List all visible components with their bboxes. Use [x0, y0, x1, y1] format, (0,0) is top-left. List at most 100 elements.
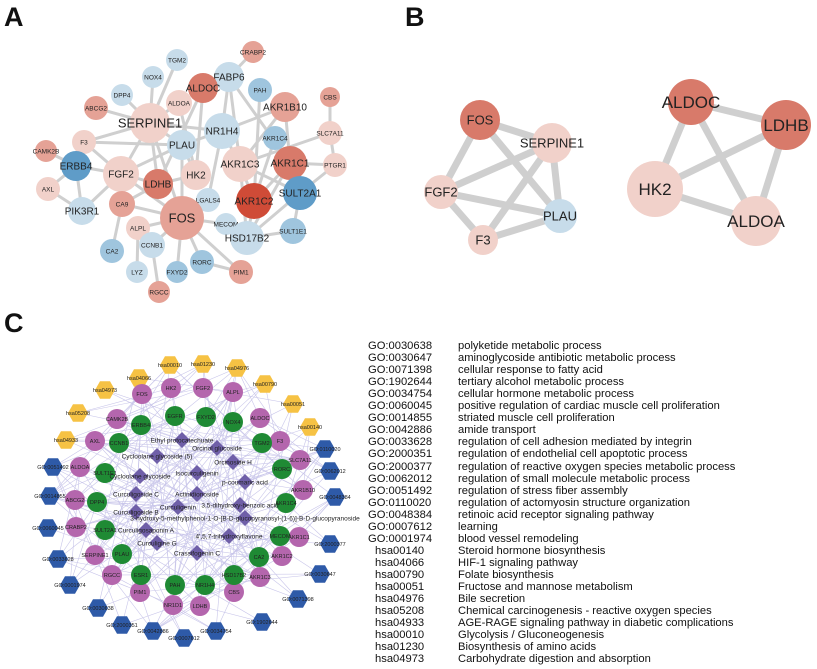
gene-node[interactable]: HK2	[627, 161, 683, 217]
gene-node[interactable]: FOS	[160, 196, 204, 240]
gene-node[interactable]: AKR1C4	[262, 126, 288, 150]
gene-node[interactable]: NOX4	[142, 66, 164, 88]
go-term-node[interactable]	[38, 519, 58, 537]
gene-node[interactable]: HK2	[181, 160, 211, 190]
target-gene-node[interactable]	[250, 408, 270, 428]
target-gene-node[interactable]	[65, 490, 85, 510]
gene-node[interactable]: F3	[468, 225, 498, 255]
kegg-pathway-node[interactable]	[160, 356, 180, 374]
gene-node[interactable]: RGCC	[148, 281, 170, 303]
gene-node[interactable]: FOS	[460, 100, 500, 140]
target-gene-node[interactable]	[223, 382, 243, 402]
compound-node[interactable]	[237, 474, 253, 490]
gene-node[interactable]: CBS	[320, 87, 340, 107]
target-gene-node[interactable]	[195, 575, 215, 595]
kegg-pathway-node[interactable]	[68, 404, 88, 422]
target-gene-node[interactable]	[95, 463, 115, 483]
kegg-pathway-node[interactable]	[95, 381, 115, 399]
go-term-node[interactable]	[112, 616, 132, 634]
target-gene-node[interactable]	[165, 406, 185, 426]
gene-node[interactable]: PTGR1	[323, 153, 347, 177]
target-gene-node[interactable]	[290, 450, 310, 470]
kegg-pathway-node[interactable]	[300, 418, 320, 436]
target-gene-node[interactable]	[276, 493, 296, 513]
compound-node[interactable]	[170, 499, 186, 515]
compound-node[interactable]	[221, 528, 237, 544]
gene-node[interactable]: PLAU	[543, 199, 577, 233]
gene-node[interactable]: LDHB	[761, 100, 811, 150]
go-term-node[interactable]	[206, 622, 226, 640]
gene-node[interactable]: PAH	[248, 78, 272, 102]
gene-node[interactable]: ALDOA	[166, 90, 192, 116]
kegg-pathway-node[interactable]	[193, 355, 213, 373]
gene-node[interactable]: SULT1E1	[279, 218, 307, 244]
target-gene-node[interactable]	[132, 384, 152, 404]
go-term-node[interactable]	[325, 488, 345, 506]
target-gene-node[interactable]	[109, 433, 129, 453]
gene-node[interactable]: FXYD2	[166, 261, 188, 283]
target-gene-node[interactable]	[131, 565, 151, 585]
compound-node[interactable]	[132, 468, 148, 484]
gene-node[interactable]: MECOM	[214, 213, 239, 235]
gene-node[interactable]: PIK3R1	[65, 197, 100, 225]
kegg-pathway-node[interactable]	[129, 369, 149, 387]
compound-node[interactable]	[128, 504, 144, 520]
gene-node[interactable]: DPP4	[111, 84, 133, 106]
kegg-pathway-node[interactable]	[56, 431, 76, 449]
gene-node[interactable]: AKR1C1	[271, 146, 310, 180]
target-gene-node[interactable]	[293, 480, 313, 500]
target-gene-node[interactable]	[249, 547, 269, 567]
target-gene-node[interactable]	[193, 378, 213, 398]
target-gene-node[interactable]	[102, 565, 122, 585]
target-gene-node[interactable]	[161, 378, 181, 398]
gene-node[interactable]: RORC	[190, 250, 214, 274]
gene-node[interactable]: LYZ	[126, 261, 148, 283]
go-term-node[interactable]	[48, 550, 68, 568]
gene-node[interactable]: ERBB4	[60, 151, 93, 181]
compound-node[interactable]	[149, 535, 165, 551]
gene-node[interactable]: PLAU	[167, 130, 197, 160]
compound-node[interactable]	[237, 510, 253, 526]
gene-node[interactable]: SERPINE1	[118, 103, 182, 143]
target-gene-node[interactable]	[272, 459, 292, 479]
compound-node[interactable]	[149, 448, 165, 464]
gene-node[interactable]: CA9	[109, 191, 135, 217]
target-gene-node[interactable]	[190, 596, 210, 616]
target-gene-node[interactable]	[131, 415, 151, 435]
target-gene-node[interactable]	[224, 582, 244, 602]
go-term-node[interactable]	[315, 440, 335, 458]
gene-node[interactable]: CA2	[100, 239, 124, 263]
target-gene-node[interactable]	[272, 546, 292, 566]
target-gene-node[interactable]	[252, 433, 272, 453]
gene-node[interactable]: ALDOC	[662, 79, 721, 125]
target-gene-node[interactable]	[66, 517, 86, 537]
gene-node[interactable]: SERPINE1	[520, 123, 584, 163]
gene-node[interactable]: AKR1B10	[263, 92, 307, 122]
gene-node[interactable]: AKR1C2	[235, 183, 274, 219]
gene-node[interactable]: FGF2	[424, 175, 458, 209]
target-gene-node[interactable]	[130, 582, 150, 602]
compound-node[interactable]	[209, 440, 225, 456]
gene-node[interactable]: PIM1	[229, 260, 253, 284]
go-term-node[interactable]	[320, 535, 340, 553]
go-term-node[interactable]	[320, 462, 340, 480]
kegg-pathway-node[interactable]	[227, 359, 247, 377]
target-gene-node[interactable]	[196, 407, 216, 427]
gene-node[interactable]: CCNB1	[139, 232, 165, 258]
target-gene-node[interactable]	[224, 565, 244, 585]
gene-node[interactable]: AXL	[36, 177, 60, 201]
kegg-pathway-node[interactable]	[255, 375, 275, 393]
go-term-node[interactable]	[310, 565, 330, 583]
go-term-node[interactable]	[143, 622, 163, 640]
compound-node[interactable]	[225, 454, 241, 470]
target-gene-node[interactable]	[250, 567, 270, 587]
gene-node[interactable]: F3	[72, 130, 96, 154]
gene-node[interactable]: HSD17B2	[225, 221, 270, 255]
target-gene-node[interactable]	[87, 492, 107, 512]
compound-node[interactable]	[174, 432, 190, 448]
target-gene-node[interactable]	[85, 545, 105, 565]
go-term-node[interactable]	[40, 487, 60, 505]
target-gene-node[interactable]	[70, 457, 90, 477]
compound-node[interactable]	[128, 486, 144, 502]
gene-node[interactable]: ABCG2	[84, 96, 108, 120]
